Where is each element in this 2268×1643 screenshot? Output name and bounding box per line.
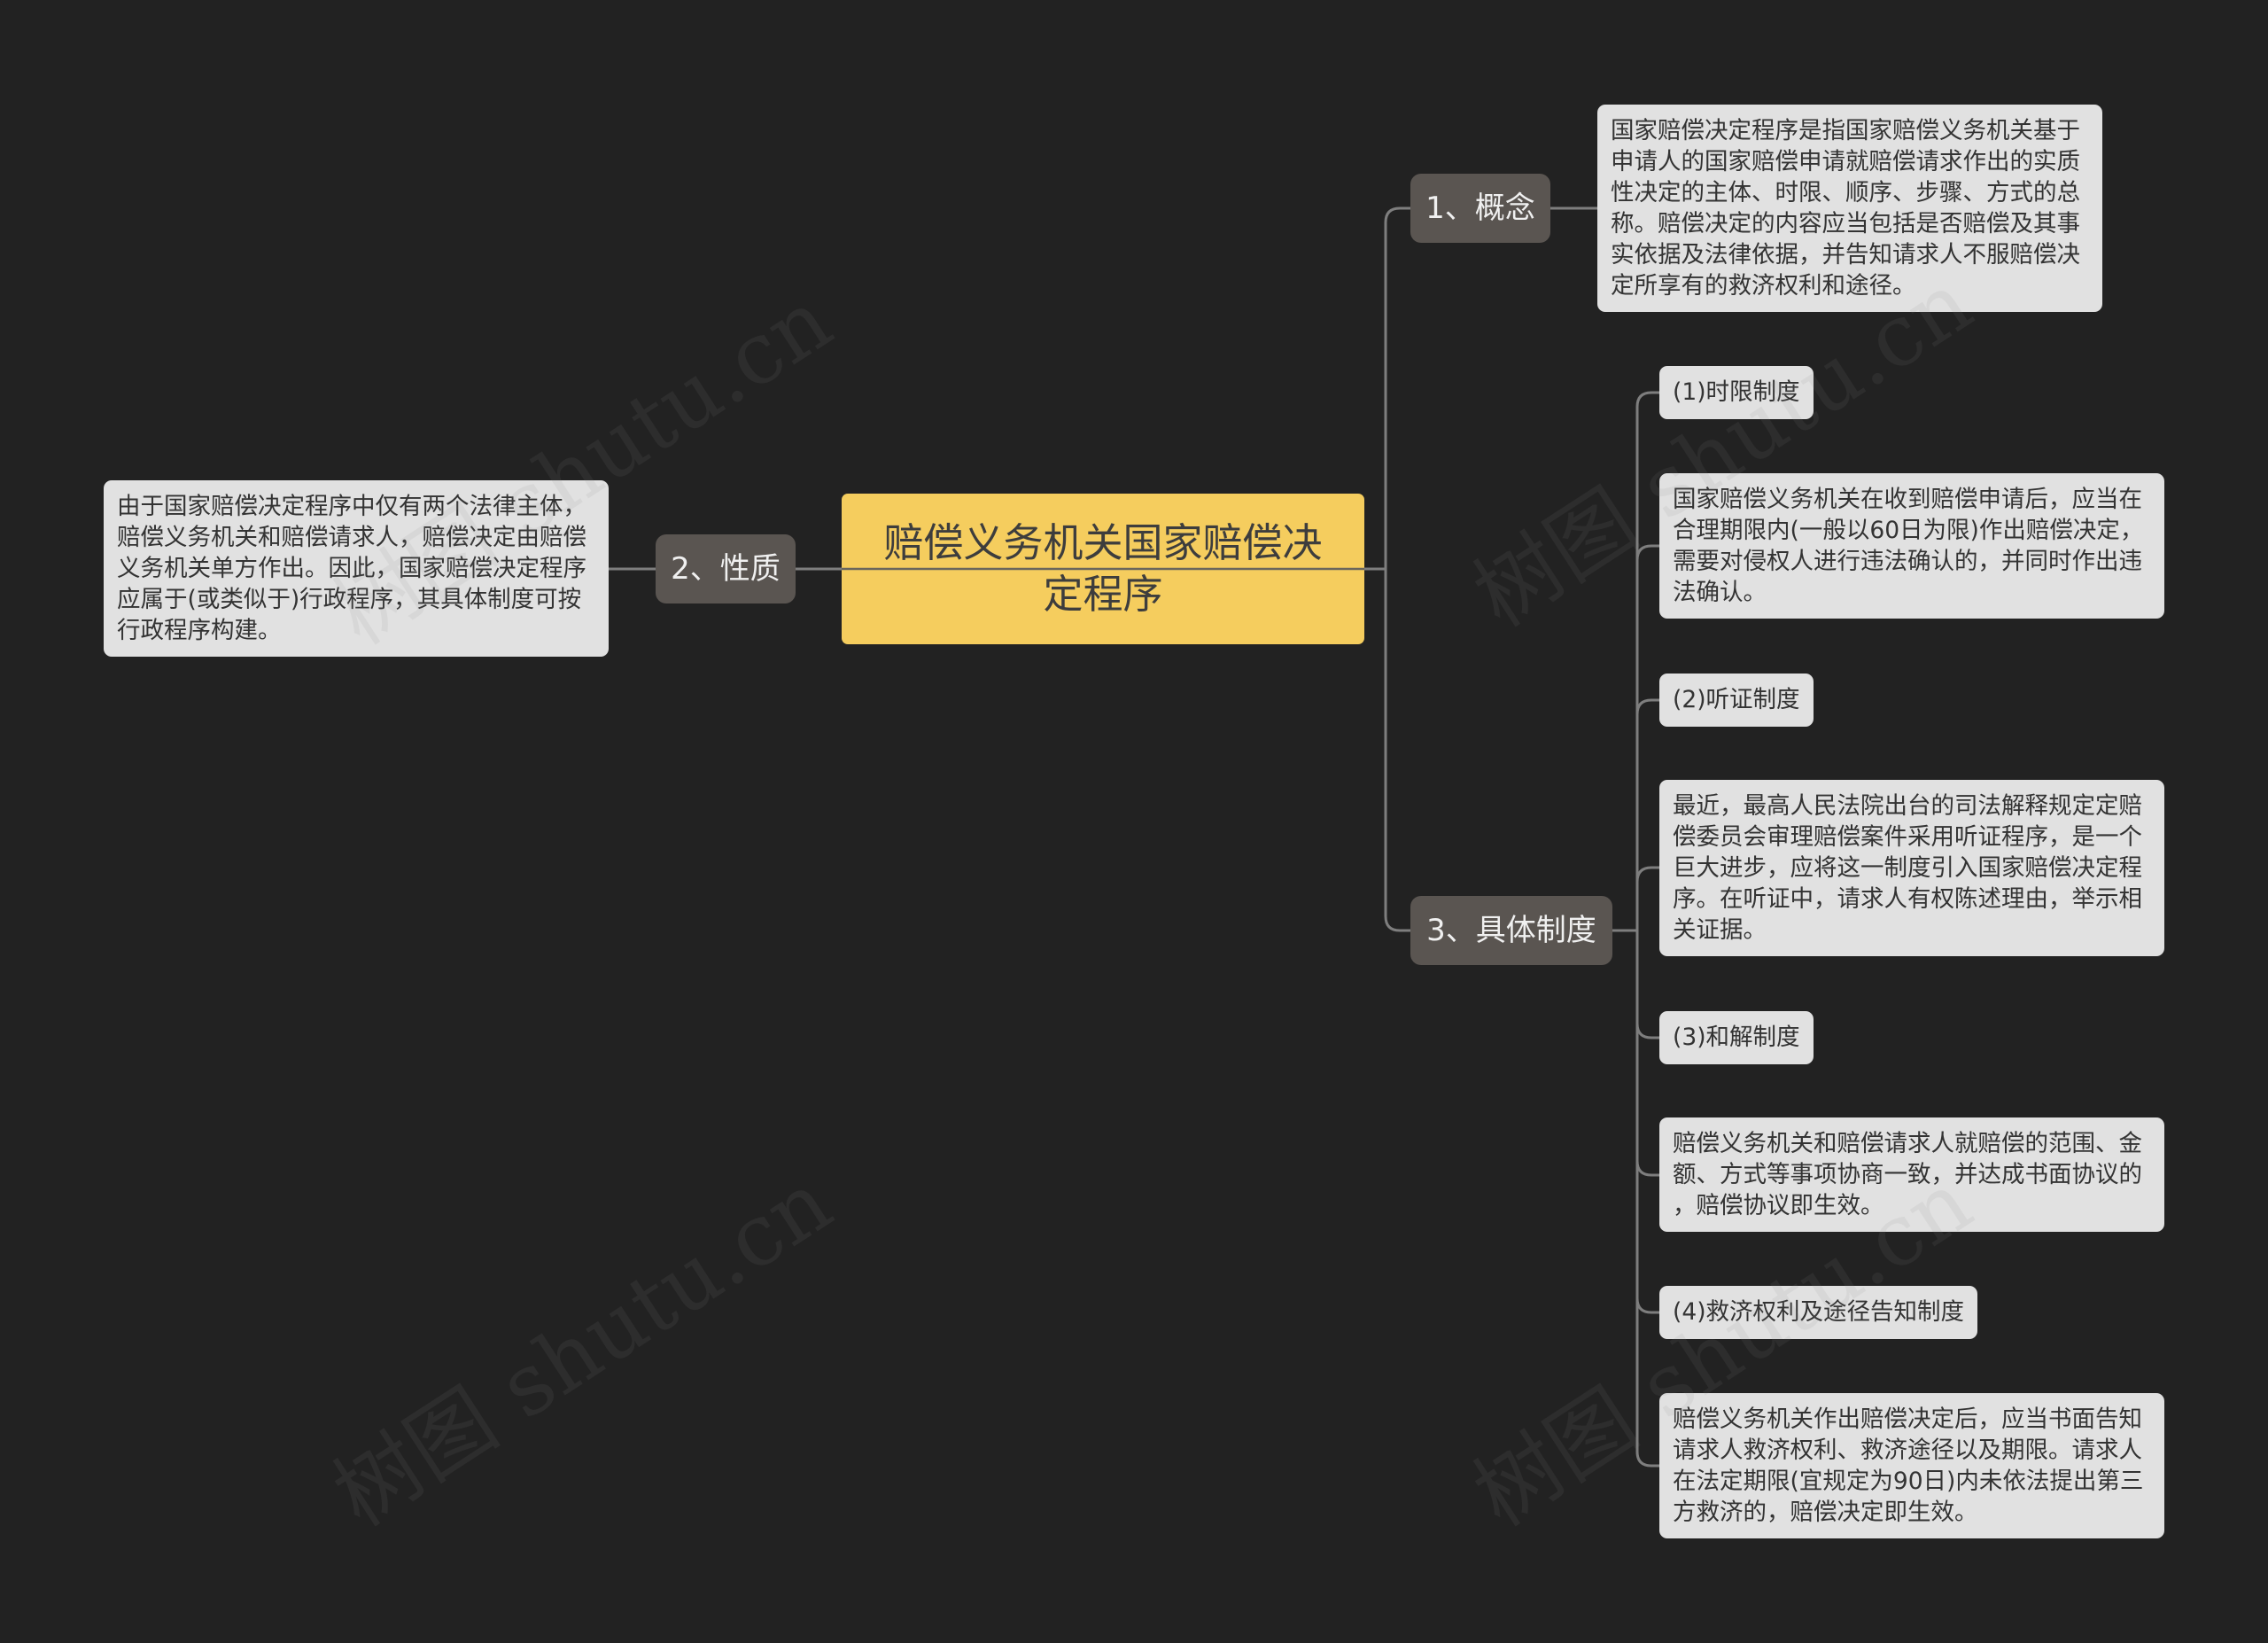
connector-systems-to-hearing-heading xyxy=(1635,698,1661,932)
leaf-remedy-notice-detail: 赔偿义务机关作出赔偿决定后，应当书面告知 请求人救济权利、救济途径以及期限。请求… xyxy=(1659,1393,2164,1538)
connector-systems-to-settlement-heading xyxy=(1635,929,1661,1040)
root-node-label: 赔偿义务机关国家赔偿决 定程序 xyxy=(883,519,1323,618)
leaf-time-limit-detail: 国家赔偿义务机关在收到赔偿申请后，应当在 合理期限内(一般以60日为限)作出赔偿… xyxy=(1659,473,2164,619)
leaf-settlement-heading: (3)和解制度 xyxy=(1659,1011,1814,1064)
connector-trunk-to-concept xyxy=(1384,206,1412,571)
branch-node-specific-systems: 3、具体制度 xyxy=(1410,896,1612,965)
connector-systems-to-remedy-detail xyxy=(1635,929,1661,1468)
branch-node-concept: 1、概念 xyxy=(1410,174,1550,243)
branch-node-nature: 2、性质 xyxy=(656,534,796,603)
leaf-concept-definition: 国家赔偿决定程序是指国家赔偿义务机关基于 申请人的国家赔偿申请就赔偿请求作出的实… xyxy=(1597,105,2102,312)
leaf-hearing-heading: (2)听证制度 xyxy=(1659,674,1814,727)
connector-systems-to-time-limit-detail xyxy=(1635,544,1661,932)
leaf-hearing-detail: 最近，最高人民法院出台的司法解释规定定赔 偿委员会审理赔偿案件采用听证程序，是一… xyxy=(1659,780,2164,956)
leaf-nature-explanation: 由于国家赔偿决定程序中仅有两个法律主体， 赔偿义务机关和赔偿请求人，赔偿决定由赔… xyxy=(104,480,609,657)
connector-systems-to-hearing-detail xyxy=(1635,866,1661,932)
connector-systems-to-settlement-detail xyxy=(1635,929,1661,1177)
connector-systems-to-remedy-heading xyxy=(1635,929,1661,1314)
connector-trunk-to-systems xyxy=(1384,567,1412,932)
leaf-settlement-detail: 赔偿义务机关和赔偿请求人就赔偿的范围、金 额、方式等事项协商一致，并达成书面协议… xyxy=(1659,1117,2164,1232)
connector-systems-to-time-limit-heading xyxy=(1635,391,1661,932)
leaf-remedy-notice-heading: (4)救济权利及途径告知制度 xyxy=(1659,1286,1978,1339)
root-node: 赔偿义务机关国家赔偿决 定程序 xyxy=(842,494,1364,644)
leaf-time-limit-heading: (1)时限制度 xyxy=(1659,366,1814,419)
